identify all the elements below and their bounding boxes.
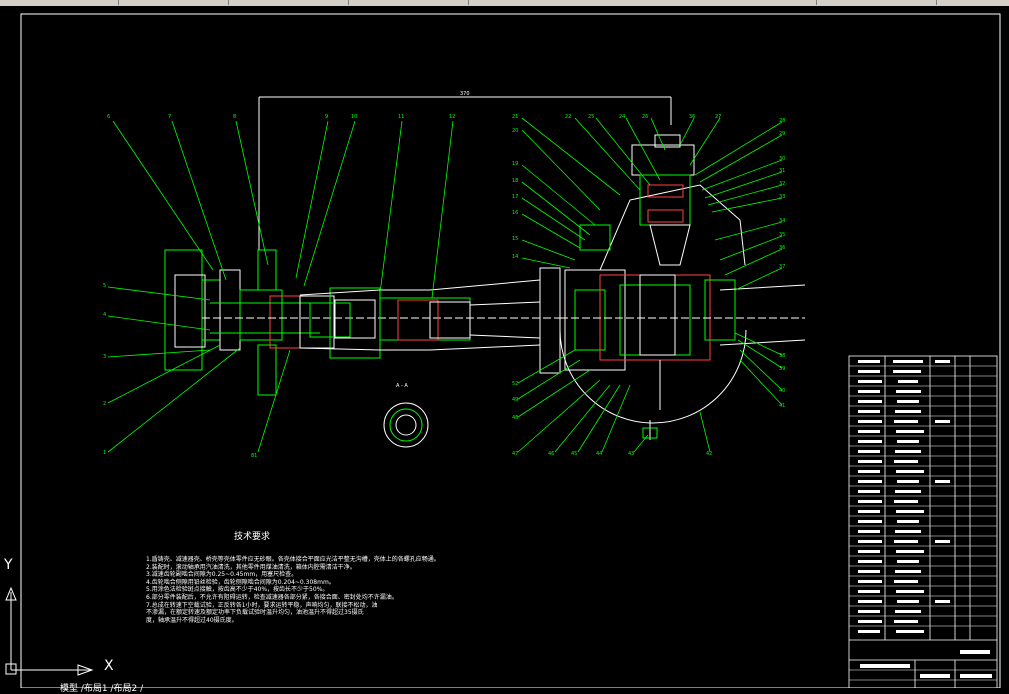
callout-number: 33 xyxy=(779,194,785,200)
layout-tabs[interactable]: 模型 /布局1 /布局2 / xyxy=(60,684,144,694)
callout-number: 7 xyxy=(168,114,171,120)
cad-drawing: 370 xyxy=(5,13,1001,689)
section-a-a xyxy=(383,402,429,448)
callout-number: 25 xyxy=(588,114,594,120)
toolbar-strip xyxy=(0,0,1009,6)
callout-number: 8 xyxy=(233,114,236,120)
callout-number: 27 xyxy=(715,114,721,120)
callout-number: 21 xyxy=(512,114,518,120)
toolbar-segment[interactable] xyxy=(348,0,469,5)
ucs-y-label: Y xyxy=(4,557,13,573)
callout-number: 24 xyxy=(619,114,625,120)
callout-number: 45 xyxy=(571,451,577,457)
callout-number: 52 xyxy=(512,381,518,387)
callout-number: 11 xyxy=(398,114,404,120)
callout-number: 29 xyxy=(779,131,785,137)
callout-number: 15 xyxy=(512,236,518,242)
leader-lines-right xyxy=(517,117,783,453)
callout-number: 17 xyxy=(512,194,518,200)
callout-number: 37 xyxy=(779,264,785,270)
toolbar-segment[interactable] xyxy=(228,0,349,5)
hub-assembly xyxy=(164,249,561,396)
callout-number: 6 xyxy=(107,114,110,120)
callout-numbers-right: 21 22 25 24 26 36 27 28 29 30 31 32 33 34 35 36 37 20 19 18… xyxy=(512,114,785,457)
callout-number: 18 xyxy=(512,178,518,184)
callout-number: 30 xyxy=(779,156,785,162)
toolbar-segment[interactable] xyxy=(0,0,119,5)
callout-number: 81 xyxy=(251,453,257,459)
callout-number: 42 xyxy=(706,451,712,457)
callout-number: 46 xyxy=(548,451,554,457)
toolbar-segment[interactable] xyxy=(816,0,937,5)
tech-lines: 1.盾铸壳、减速器壳、桥壳等壳体零件应无砂眼。各壳体接合平面应光洁平整无沟槽，壳… xyxy=(146,556,440,624)
callout-number: 5 xyxy=(103,283,106,289)
callout-number: 19 xyxy=(512,161,518,167)
tech-line: 1.盾铸壳、减速器壳、桥壳等壳体零件应无砂眼。各壳体接合平面应光洁平整无沟槽，壳… xyxy=(146,556,440,563)
callout-number: 35 xyxy=(779,232,785,238)
callout-number: 28 xyxy=(779,118,785,124)
callout-number: 44 xyxy=(596,451,602,457)
section-label: A - A xyxy=(396,383,408,389)
callout-number: 14 xyxy=(512,254,518,260)
callout-number: 9 xyxy=(325,114,328,120)
callout-number: 49 xyxy=(512,397,518,403)
tech-line: 4.齿轮啮合侧隙用铅丝检验，齿轮侧隙啮合间隙为0.204~0.308mm。 xyxy=(146,578,335,586)
callout-number: 10 xyxy=(351,114,357,120)
top-dimension xyxy=(258,96,672,250)
tech-line: 6.部分零件装配后，不允许有阻碍运转，检查减速器各部分紧，各接合面、密封处均不许… xyxy=(146,593,398,601)
callout-number: 12 xyxy=(449,114,455,120)
callout-number: 40 xyxy=(779,388,785,394)
tech-title: 技术要求 xyxy=(234,532,271,542)
toolbar-segment[interactable] xyxy=(468,0,817,5)
drawing-canvas[interactable]: 370 xyxy=(0,6,1009,689)
callout-number: 47 xyxy=(512,451,518,457)
callout-number: 31 xyxy=(779,168,785,174)
ucs-x-label: X xyxy=(104,658,114,674)
differential-housing xyxy=(559,134,806,440)
callout-number: 3 xyxy=(103,354,106,360)
tech-line: 5.用涂色法检验斑点接触，按齿高不少于40%，按齿长不少于50%。 xyxy=(146,586,329,594)
callout-number: 32 xyxy=(779,181,785,187)
tech-line: 不渗漏，在额定转速及额定功率下负载试验时温升均匀，油池温升不得超过35摄氏 xyxy=(146,609,364,617)
callout-number: 4 xyxy=(103,312,106,318)
tech-line: 3.减速齿轮副啮合间隙为0.25~0.45mm，用塞尺检查。 xyxy=(146,571,298,579)
callout-number: 2 xyxy=(103,401,106,407)
callout-number: 20 xyxy=(512,128,518,134)
tech-line: 7.总成在转速下空载试验，正反转各1小时，要求运转平稳，声响均匀，联接不松动，油 xyxy=(146,601,378,609)
title-block-rows xyxy=(849,365,997,681)
ucs-icon xyxy=(5,586,94,676)
callout-number: 39 xyxy=(779,366,785,372)
toolbar-segment[interactable] xyxy=(118,0,229,5)
tech-line: 2.装配时，滚动轴承用汽油清洗，其他零件用煤油清洗，箱体内腔需清洁干净。 xyxy=(146,563,356,571)
callout-number: 43 xyxy=(628,451,634,457)
callout-number: 38 xyxy=(779,353,785,359)
callout-number: 26 xyxy=(642,114,648,120)
callout-number: 48 xyxy=(512,415,518,421)
callout-number: 34 xyxy=(779,218,785,224)
callout-number: 41 xyxy=(779,403,785,409)
dimension-text: 370 xyxy=(460,91,470,97)
tech-line: 度，轴承温升不得超过40摄氏度。 xyxy=(146,616,238,624)
callout-number: 1 xyxy=(103,450,106,456)
title-block-fill xyxy=(858,360,992,678)
callout-number: 22 xyxy=(565,114,571,120)
layout-tabs-strip xyxy=(0,688,1009,694)
callout-number: 36 xyxy=(779,245,785,251)
callout-numbers-left: 6 7 8 9 10 11 12 5 4 3 2 1 81 xyxy=(103,114,455,459)
leader-lines-left xyxy=(107,120,454,453)
callout-number: 16 xyxy=(512,210,518,216)
callout-number: 36 xyxy=(689,114,695,120)
